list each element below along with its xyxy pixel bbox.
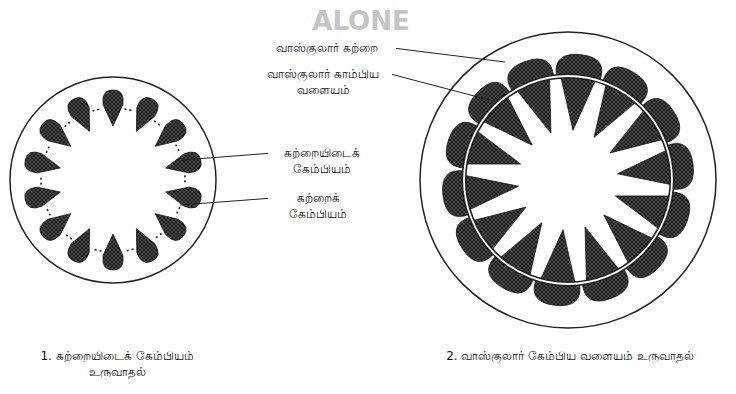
vascular-bundle xyxy=(103,90,123,126)
vascular-bundle xyxy=(155,214,186,241)
vascular-bundle xyxy=(155,120,186,147)
vascular-bundle xyxy=(40,120,71,147)
secondary-xylem xyxy=(561,76,596,130)
vascular-bundle xyxy=(136,97,158,131)
vascular-bundle xyxy=(68,229,90,263)
secondary-xylem xyxy=(540,230,575,284)
interfascicular-cambium xyxy=(65,121,72,127)
vascular-bundle xyxy=(40,214,71,241)
secondary-xylem xyxy=(464,175,518,210)
interfascicular-cambium xyxy=(176,145,180,153)
interfascicular-cambium xyxy=(124,109,133,111)
stem-section-one xyxy=(10,77,216,283)
stem-outline xyxy=(420,32,716,328)
secondary-xylem xyxy=(472,207,526,250)
secondary-xylem xyxy=(618,150,672,185)
secondary-xylem xyxy=(610,110,664,153)
secondary-xylem xyxy=(604,215,654,264)
interfascicular-cambium xyxy=(154,121,161,127)
figure-caption: 2. வாஸ்குலார் கேம்பிய வளையம் உருவாதல் xyxy=(430,348,710,364)
stem-section-two xyxy=(420,32,716,328)
interfascicular-cambium xyxy=(40,175,42,184)
vascular-bundle xyxy=(136,229,158,263)
vascular-bundle xyxy=(103,234,123,270)
vascular-bundle xyxy=(68,97,90,131)
watermark: ALONE xyxy=(286,4,436,39)
interfascicular-cambium xyxy=(46,207,50,215)
part-label: வாஸ்குலார் கற்றை xyxy=(262,40,392,56)
interfascicular-cambium xyxy=(184,175,186,184)
vascular-bundle xyxy=(25,187,61,208)
leader-line xyxy=(396,48,505,62)
interfascicular-cambium xyxy=(92,109,101,111)
part-label: கற்றைக் கேம்பியம் xyxy=(272,190,364,222)
interfascicular-cambium xyxy=(176,207,180,215)
leader-line xyxy=(182,153,268,160)
leader-lines xyxy=(180,48,505,205)
secondary-xylem xyxy=(482,96,532,145)
figure-caption: 1. கற்றையிடைக் கேம்பியம் உருவாதல் xyxy=(14,348,220,380)
vascular-bundle xyxy=(25,152,61,173)
interfascicular-cambium xyxy=(46,145,50,153)
interfascicular-cambium xyxy=(65,233,72,239)
interfascicular-cambium xyxy=(124,249,133,251)
part-label: கற்றையிடைக் கேம்பியம் xyxy=(272,145,372,177)
vascular-bundle xyxy=(166,152,202,173)
leader-line xyxy=(180,198,268,205)
cambium-ring-inner xyxy=(464,76,672,284)
stem-outline xyxy=(10,77,216,283)
interfascicular-cambium xyxy=(154,233,161,239)
leader-line xyxy=(392,74,497,102)
part-label: வாஸ்குலார் காம்பிய வளையம் xyxy=(258,66,388,98)
cambium-ring xyxy=(464,76,672,284)
interfascicular-cambium xyxy=(92,249,101,251)
